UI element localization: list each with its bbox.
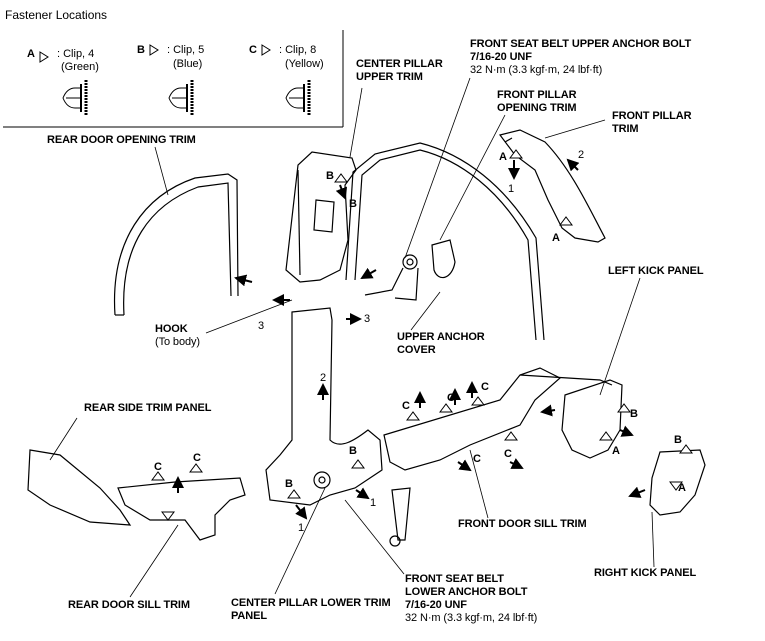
- label-rear-door-opening-trim: REAR DOOR OPENING TRIM: [47, 134, 196, 146]
- label-front-pillar-opening-trim-1: FRONT PILLAR: [497, 89, 577, 101]
- callout-c-rear-sill-1: C: [154, 461, 162, 473]
- rear-side-trim-panel-shape: [27, 449, 132, 526]
- label-hook-2: (To body): [155, 336, 200, 348]
- front-door-sill-trim-shape: [383, 367, 613, 471]
- callout-b-center-lower-2: B: [285, 478, 293, 490]
- label-front-pillar-trim-2: TRIM: [612, 123, 639, 135]
- center-pillar-lower-trim-shape: [265, 307, 383, 506]
- fastener-key-b-type: : Clip, 5: [167, 44, 205, 56]
- label-center-pillar-lower-trim-2: PANEL: [231, 610, 267, 622]
- callout-1-center-lower-right: 1: [370, 497, 377, 509]
- label-upper-anchor-bolt-1: FRONT SEAT BELT UPPER ANCHOR BOLT: [470, 38, 692, 50]
- rear-door-sill-trim-shape: [117, 477, 246, 541]
- label-center-pillar-upper-trim-1: CENTER PILLAR: [356, 58, 443, 70]
- callout-a-left-kick: A: [612, 445, 620, 457]
- fastener-key-a-color: (Green): [61, 61, 99, 73]
- clip-c-icon: [285, 80, 311, 116]
- callout-b-left-kick: B: [630, 408, 638, 420]
- label-upper-anchor-bolt-3: 32 N·m (3.3 kgf·m, 24 lbf·ft): [470, 64, 603, 76]
- callout-1-center-lower-left: 1: [298, 522, 305, 534]
- fastener-key-b-color: (Blue): [173, 58, 203, 70]
- callout-3-left: 3: [258, 320, 265, 332]
- callout-1-front-pillar: 1: [508, 183, 515, 195]
- label-right-kick-panel: RIGHT KICK PANEL: [594, 567, 697, 579]
- label-left-kick-panel: LEFT KICK PANEL: [608, 265, 704, 277]
- direction-arrows: [172, 158, 646, 520]
- callout-a-front-pillar-2: A: [552, 232, 560, 244]
- callout-b-center-lower-1: B: [349, 445, 357, 457]
- upper-anchor-shape: [364, 239, 456, 301]
- rear-door-opening-trim-shape: [113, 173, 239, 316]
- front-pillar-opening-trim-shape: [345, 142, 545, 341]
- callout-c-sill-2: C: [447, 392, 455, 404]
- callout-b-center-pillar: B: [326, 170, 334, 182]
- label-rear-side-trim-panel: REAR SIDE TRIM PANEL: [84, 402, 212, 414]
- label-upper-anchor-cover-1: UPPER ANCHOR: [397, 331, 485, 343]
- label-lower-anchor-bolt-2: LOWER ANCHOR BOLT: [405, 586, 528, 598]
- fastener-key-b-letter: B: [137, 44, 145, 56]
- callout-c-sill-5: C: [504, 448, 512, 460]
- label-center-pillar-upper-trim-2: UPPER TRIM: [356, 71, 423, 83]
- callout-3-right: 3: [364, 313, 371, 325]
- callout-c-sill-3: C: [481, 381, 489, 393]
- lower-anchor-shape: [389, 487, 411, 547]
- callout-c-rear-sill-2: C: [193, 452, 201, 464]
- page-title: Fastener Locations: [5, 8, 108, 22]
- front-pillar-trim-shape: [498, 129, 606, 243]
- fastener-key-c-color: (Yellow): [285, 58, 324, 70]
- label-lower-anchor-bolt-1: FRONT SEAT BELT: [405, 573, 504, 585]
- callout-2-front-pillar: 2: [578, 149, 585, 161]
- clip-a-icon: [62, 80, 88, 116]
- callout-c-sill-1: C: [402, 400, 410, 412]
- label-front-door-sill-trim: FRONT DOOR SILL TRIM: [458, 518, 587, 530]
- label-lower-anchor-bolt-4: 32 N·m (3.3 kgf·m, 24 lbf·ft): [405, 612, 538, 624]
- callout-a-front-pillar: A: [499, 151, 507, 163]
- label-lower-anchor-bolt-3: 7/16-20 UNF: [405, 599, 467, 611]
- callout-a-right-kick: A: [678, 482, 686, 494]
- callout-2-center: 2: [320, 372, 327, 384]
- fastener-key-c-letter: C: [249, 44, 257, 56]
- label-hook-1: HOOK: [155, 323, 188, 335]
- clip-b-icon: [168, 80, 194, 116]
- label-upper-anchor-cover-2: COVER: [397, 344, 436, 356]
- fastener-legend-frame: [3, 30, 344, 128]
- center-pillar-upper-trim-shape: [285, 151, 357, 283]
- label-upper-anchor-bolt-2: 7/16-20 UNF: [470, 51, 532, 63]
- leader-lines: [49, 77, 655, 598]
- label-center-pillar-lower-trim-1: CENTER PILLAR LOWER TRIM: [231, 597, 391, 609]
- fastener-key-a-type: : Clip, 4: [57, 48, 95, 60]
- label-front-pillar-trim-1: FRONT PILLAR: [612, 110, 692, 122]
- fastener-key-a-letter: A: [27, 48, 35, 60]
- fastener-key-c-type: : Clip, 8: [279, 44, 317, 56]
- callout-b-right-kick: B: [674, 434, 682, 446]
- label-rear-door-sill-trim: REAR DOOR SILL TRIM: [68, 599, 190, 611]
- fastener-markers: [39, 44, 693, 521]
- callout-c-sill-4: C: [473, 453, 481, 465]
- callout-b-center-pillar-2: B: [349, 198, 357, 210]
- label-front-pillar-opening-trim-2: OPENING TRIM: [497, 102, 577, 114]
- right-kick-panel-shape: [649, 449, 706, 516]
- left-kick-panel-shape: [561, 379, 623, 459]
